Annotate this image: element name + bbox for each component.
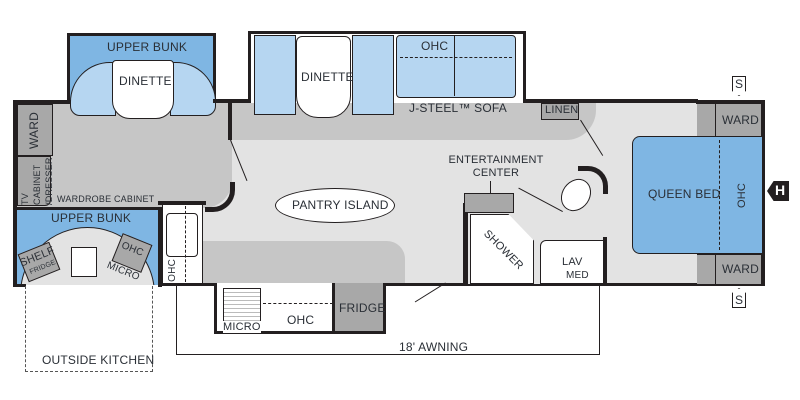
front-upper-bunk-label: UPPER BUNK — [107, 40, 188, 54]
bed-ohc-label: OHC — [736, 183, 748, 209]
front-dinette-table — [112, 60, 174, 119]
stabilizer-top-label: S — [735, 77, 744, 91]
kitchen-fridge — [332, 283, 386, 334]
outdoor-sink — [71, 247, 97, 277]
med-label: MED — [566, 270, 589, 281]
front-room-corner-wall — [205, 182, 235, 212]
rear-upper-bunk-label: UPPER BUNK — [51, 211, 132, 225]
lav-vanity — [540, 240, 604, 284]
wall-slide-right — [523, 31, 526, 103]
wall-top-left — [13, 100, 71, 104]
left-ward — [17, 104, 53, 156]
wall-bath-right — [603, 237, 607, 285]
wall-top-mid-left — [213, 99, 251, 103]
outside-kitchen-area — [25, 286, 153, 372]
sink-ohc-label: OHC — [167, 259, 178, 282]
wall-sink-top — [158, 201, 206, 205]
lav-label: LAV — [562, 256, 583, 268]
stabilizer-bottom-label: S — [735, 293, 744, 307]
sink-ohc-dash — [185, 206, 186, 282]
wall-bottom-left — [13, 284, 26, 287]
sofa-ohc-label: OHC — [421, 39, 449, 53]
hitch-label: H — [775, 182, 786, 198]
ward-bottom-divider — [715, 254, 717, 284]
ward-bottom — [697, 254, 761, 284]
stabilizer-bottom-marker — [732, 288, 746, 308]
ward-bottom-label: WARD — [722, 262, 760, 276]
slide-seat-left — [254, 35, 296, 115]
kitchen-floor — [200, 241, 405, 284]
kitchen-micro-label: MICRO — [223, 321, 261, 333]
wall-rear-top — [696, 100, 764, 104]
bath-curved-wall — [578, 166, 608, 194]
wall-rear-right — [761, 100, 765, 286]
entertainment-center — [464, 193, 514, 213]
slide-seat-right — [352, 35, 394, 115]
wall-bottom-mid — [384, 283, 764, 286]
queen-bed-label: QUEEN BED — [648, 187, 721, 201]
awning — [176, 286, 600, 355]
stabilizer-top-marker — [732, 76, 746, 96]
sofa-label: J-STEEL™ SOFA — [409, 101, 507, 115]
left-ward-label: WARD — [27, 112, 41, 150]
sofa-divider — [454, 36, 455, 96]
wall-top-mid-right — [523, 99, 698, 103]
ward-top-label: WARD — [722, 113, 760, 127]
wall-bath-left — [463, 203, 468, 285]
ward-top-divider — [715, 104, 717, 137]
pantry-island — [275, 188, 395, 223]
entertainment-center-label: ENTERTAINMENT CENTER — [448, 154, 544, 179]
wall-bunk-divider — [13, 207, 161, 210]
tv-cabinet — [17, 156, 51, 206]
entertainment-leader — [490, 181, 491, 193]
bed-ohc-dash — [719, 140, 720, 250]
wardrobe-cabinet-label: WARDROBE CABINET — [57, 194, 155, 204]
linen-label: LINEN — [545, 104, 579, 116]
outside-kitchen-label: OUTSIDE KITCHEN — [42, 353, 155, 367]
wall-left — [13, 100, 17, 286]
kitchen-ohc-dash — [263, 303, 333, 304]
pantry-island-label: PANTRY ISLAND — [292, 198, 389, 212]
sofa-ohc-dash — [400, 57, 512, 58]
wall-front-room-right — [228, 100, 232, 140]
hitch-marker — [767, 181, 789, 201]
slide-dinette-label: DINETTE — [301, 70, 354, 84]
front-dinette-label: DINETTE — [119, 74, 172, 88]
sofa — [396, 35, 516, 98]
slide-dinette-table — [296, 36, 351, 118]
awning-label: 18' AWNING — [399, 340, 469, 354]
linen-cabinet — [541, 103, 579, 120]
wall-bunk-right — [158, 207, 162, 287]
tv-cabinet-label: TV CABINET /DRESSER — [20, 157, 54, 205]
sink-basin — [166, 213, 198, 257]
queen-bed — [632, 136, 762, 254]
kitchen-fridge-label: FRIDGE — [339, 301, 386, 315]
kitchen-ohc-label: OHC — [287, 313, 315, 327]
wall-slide-left — [248, 31, 251, 103]
wall-bottom-sink — [158, 283, 216, 286]
